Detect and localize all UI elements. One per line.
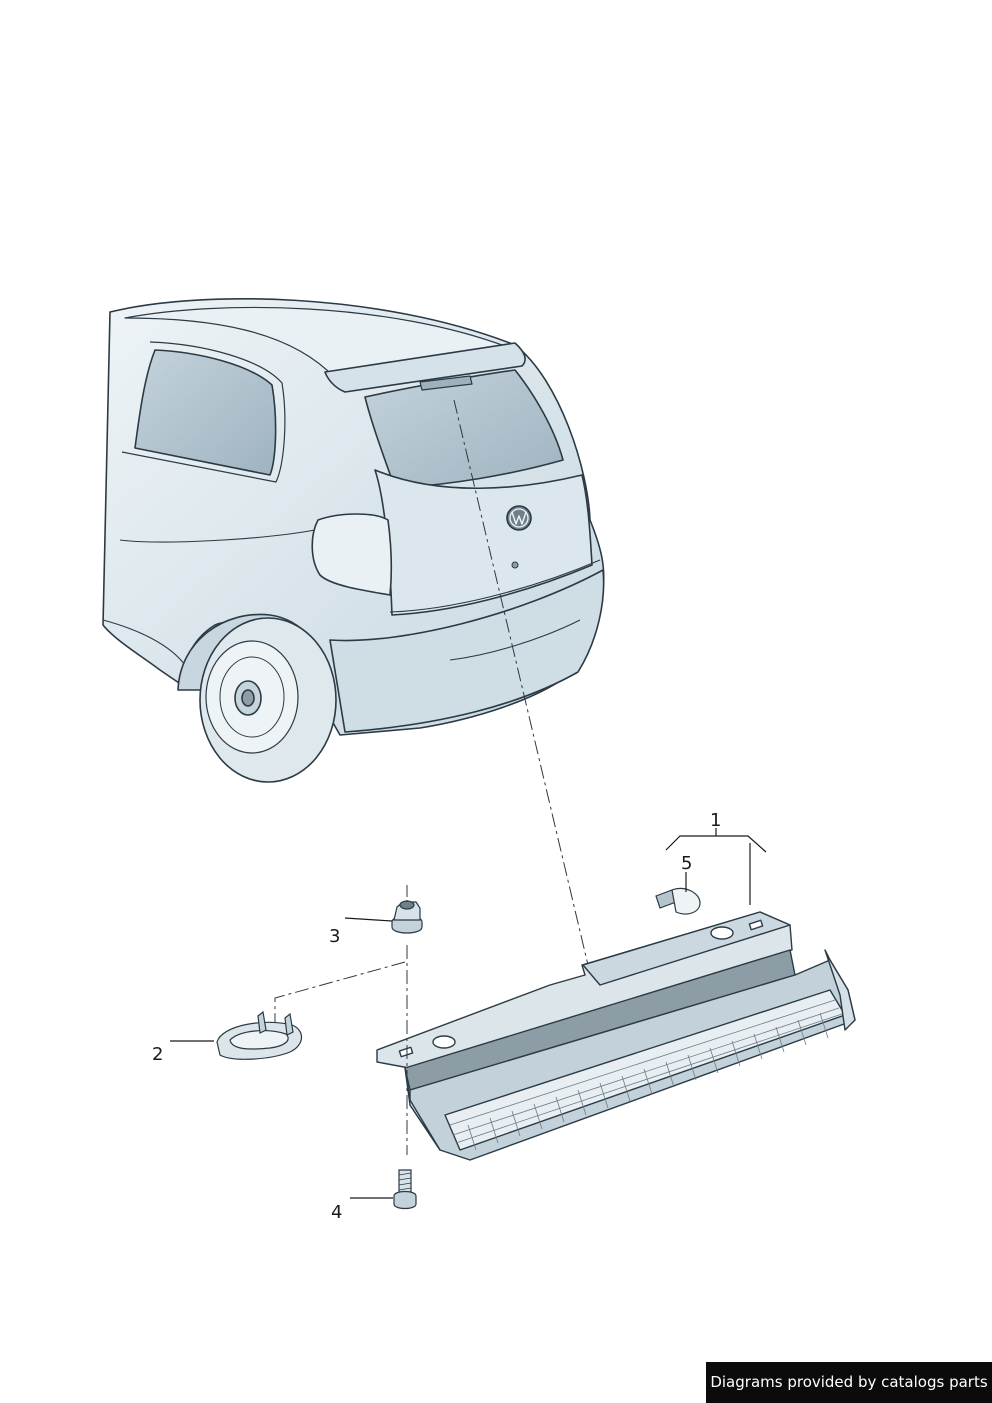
bulb [655, 887, 701, 915]
callout-2: 2 [152, 1044, 164, 1065]
screw [393, 1169, 417, 1210]
cap-guide-line [274, 961, 406, 1025]
callout-5: 5 [681, 853, 693, 874]
callout-1: 1 [710, 810, 722, 831]
assembly-guide-line [453, 399, 589, 966]
brake-light-assembly [376, 911, 856, 1161]
leader-1-bracket [665, 835, 767, 853]
tail-light [311, 513, 393, 596]
brake-light-on-car [419, 375, 473, 391]
leader-lines [170, 828, 767, 1199]
callout-4: 4 [331, 1202, 343, 1223]
cover-cap [216, 1010, 303, 1060]
bracket-hole-left [432, 1035, 456, 1049]
callout-3: 3 [329, 926, 341, 947]
vw-logo-icon [506, 505, 532, 531]
leader-3 [344, 917, 393, 922]
bracket-slot-right [748, 919, 764, 931]
nut [391, 900, 423, 934]
credit-banner: Diagrams provided by catalogs parts [706, 1362, 992, 1403]
bracket-hole-right [710, 926, 734, 940]
roof-spoiler [324, 342, 526, 393]
side-window [134, 349, 277, 476]
rear-bumper [329, 569, 605, 733]
car-rear-view [102, 297, 605, 783]
lock-cylinder [511, 561, 519, 569]
